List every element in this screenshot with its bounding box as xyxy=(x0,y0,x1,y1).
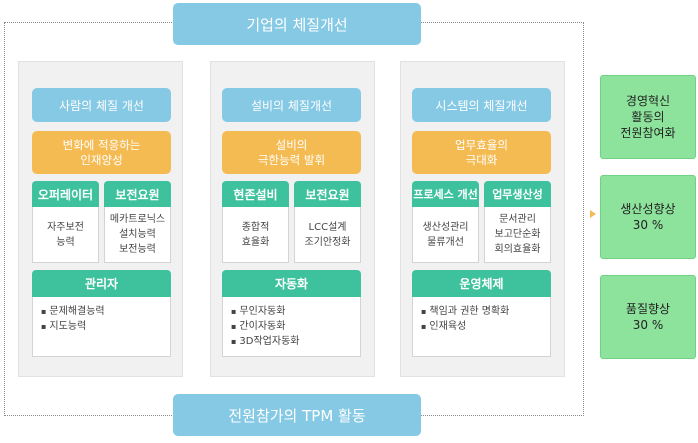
sub-box-b-head: 보전요원 xyxy=(104,181,171,207)
top-banner: 기업의 체질개선 xyxy=(173,3,421,45)
sub-box-b-body: LCC설계 조기안정화 xyxy=(294,207,361,263)
sub-box-b-body: 메카트로닉스 설치능력 보전능력 xyxy=(104,207,171,263)
result-box-productivity: 생산성향상 30 % xyxy=(600,175,696,259)
list-item: 인재육성 xyxy=(421,319,550,334)
column-title: 사람의 체질 개선 xyxy=(32,88,171,122)
list-item: 책임과 권한 명확화 xyxy=(421,304,550,319)
goal-box: 변화에 적응하는 인재양성 xyxy=(32,131,171,174)
list-item: 문제해결능력 xyxy=(41,304,170,319)
sub-box-a-body: 자주보전 능력 xyxy=(32,207,99,263)
wide-box-head: 자동화 xyxy=(222,270,361,297)
bottom-banner: 전원참가의 TPM 활동 xyxy=(173,394,421,436)
sub-box-b-body: 문서관리 보고단순화 회의효율화 xyxy=(484,207,551,263)
sub-box-a-head: 오퍼레이터 xyxy=(32,181,99,207)
sub-box-a-head: 프로세스 개선 xyxy=(412,181,479,207)
column-title: 시스템의 체질개선 xyxy=(412,88,551,122)
column-title: 설비의 체질개선 xyxy=(222,88,361,122)
list-item: 간이자동화 xyxy=(231,319,360,334)
sub-box-a-head: 현존설비 xyxy=(222,181,289,207)
wide-box-body: 문제해결능력 지도능력 xyxy=(32,297,171,357)
wide-box-body: 책임과 권한 명확화 인재육성 xyxy=(412,297,551,357)
sub-box-b-head: 업무생산성 xyxy=(484,181,551,207)
list-item: 3D작업자동화 xyxy=(231,334,360,349)
list-item: 무인자동화 xyxy=(231,304,360,319)
sub-box-a-body: 생산성관리 물류개선 xyxy=(412,207,479,263)
sub-box-b-head: 보전요원 xyxy=(294,181,361,207)
result-box-participation: 경영혁신 활동의 전원참여화 xyxy=(600,75,696,159)
goal-box: 업무효율의 극대화 xyxy=(412,131,551,174)
sub-box-a-body: 종합적 효율화 xyxy=(222,207,289,263)
result-box-quality: 품질향상 30 % xyxy=(600,275,696,359)
goal-box: 설비의 극한능력 발휘 xyxy=(222,131,361,174)
wide-box-body: 무인자동화 간이자동화 3D작업자동화 xyxy=(222,297,361,357)
wide-box-head: 관리자 xyxy=(32,270,171,297)
list-item: 지도능력 xyxy=(41,319,170,334)
wide-box-head: 운영체제 xyxy=(412,270,551,297)
arrow-right-icon xyxy=(590,210,596,218)
